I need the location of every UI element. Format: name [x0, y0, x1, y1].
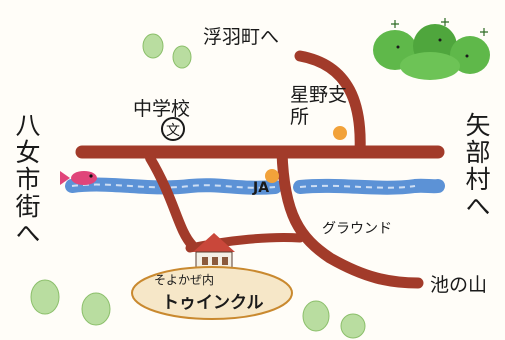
south-road: [276, 146, 424, 289]
southeast-destination-label: 池の山: [430, 274, 488, 296]
school-symbol-circle: [161, 117, 185, 141]
ja-marker: [265, 169, 279, 183]
destination-sub-label: そよかぜ内: [154, 273, 215, 287]
ground-label: グラウンド: [322, 221, 392, 237]
ja-label: JA: [253, 180, 270, 196]
school-label: 中学校: [133, 98, 191, 120]
branch-office-label: 星野支所: [290, 84, 348, 128]
west-branch-road: [145, 153, 197, 250]
north-destination-label: 浮羽町へ: [203, 26, 280, 48]
fish-icon: [60, 171, 97, 185]
forest-icon: [373, 18, 490, 80]
east-destination-label: 矢部村へ: [462, 112, 491, 220]
tree-icon: [30, 33, 366, 339]
destination-name-label: トゥインクル: [162, 293, 264, 313]
branch-office-marker: [333, 126, 347, 140]
roads: [75, 50, 445, 289]
destination-oval: [131, 266, 293, 320]
north-road: [294, 50, 366, 158]
west-destination-label: 八女市街へ: [12, 112, 41, 247]
school-symbol: 文: [166, 123, 180, 139]
